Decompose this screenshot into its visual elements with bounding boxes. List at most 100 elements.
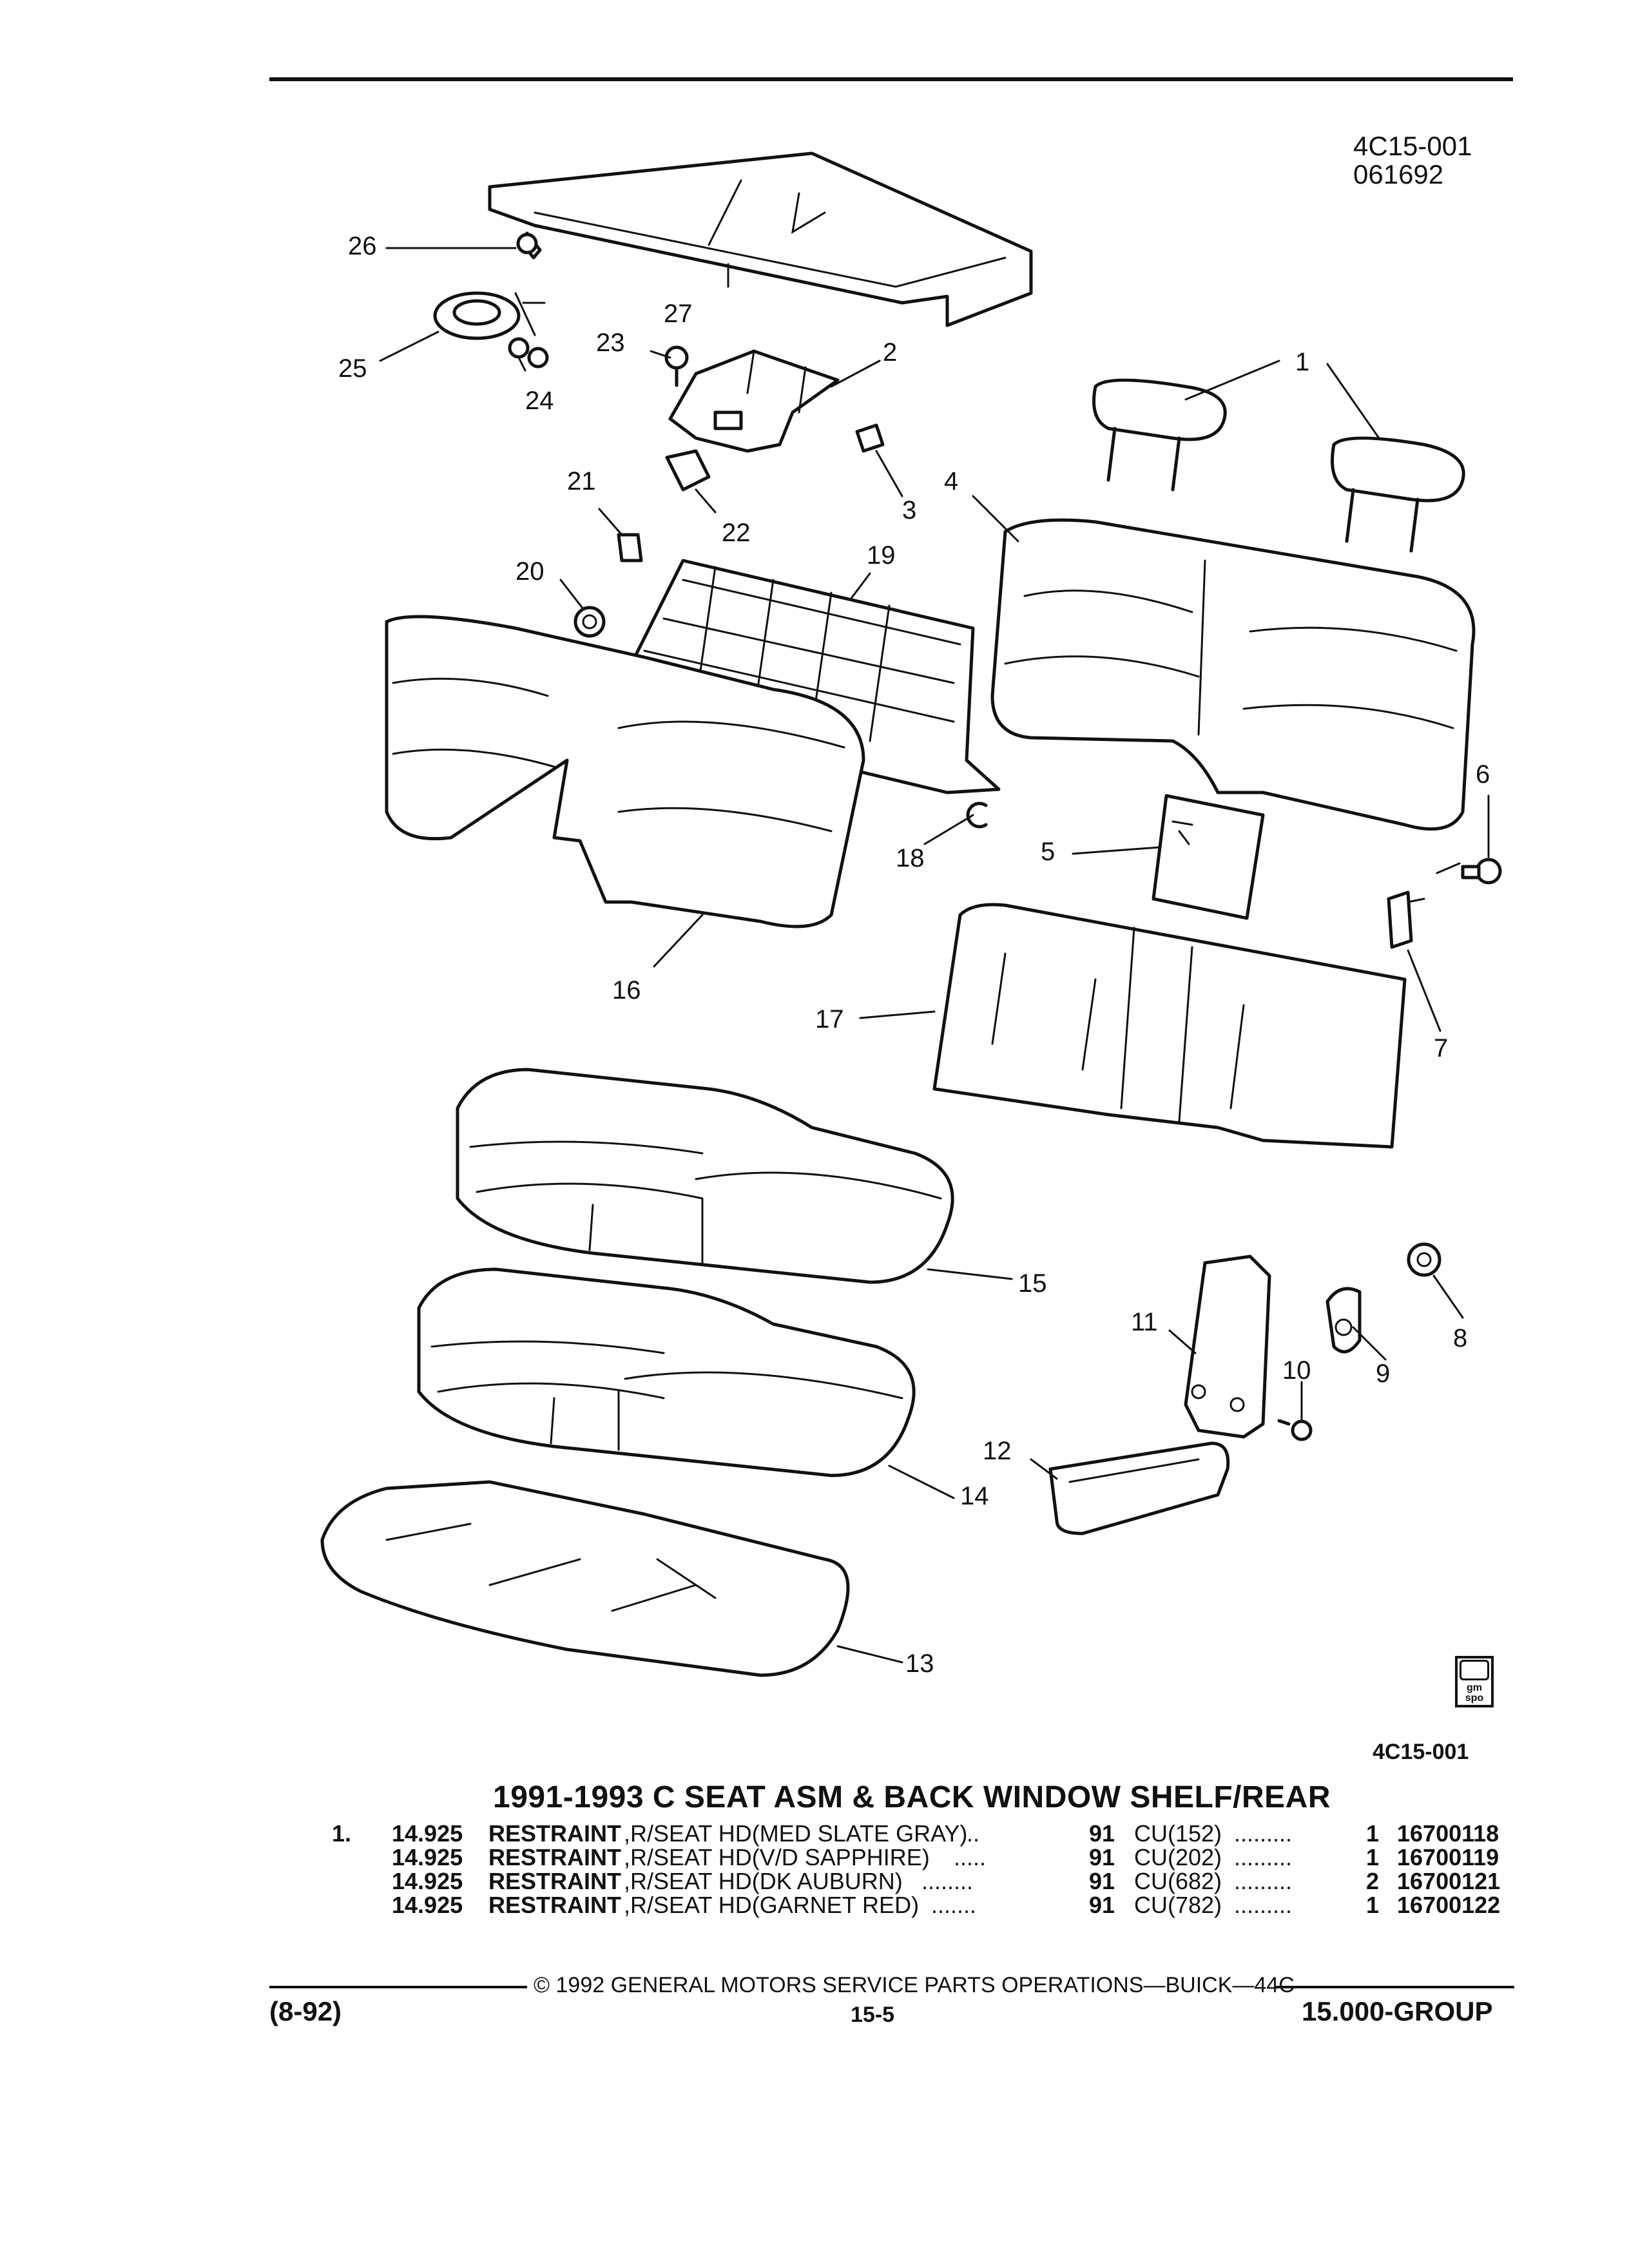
quantity: 1 — [1366, 1820, 1380, 1847]
quantity: 2 — [1366, 1868, 1380, 1894]
part-name: RESTRAINT — [488, 1820, 621, 1847]
part-4-seat-back-cover — [990, 518, 1476, 831]
callout-5: 5 — [1041, 838, 1055, 866]
group-number: 14.925 — [392, 1868, 463, 1894]
part-number: 16700122 — [1397, 1892, 1501, 1918]
usage-code: CU(782) — [1134, 1892, 1222, 1918]
part-description: ,R/SEAT HD(DK AUBURN) — [624, 1868, 903, 1894]
callout-18: 18 — [896, 844, 925, 872]
callout-17: 17 — [815, 1005, 844, 1033]
figure-code-top: 4C15-001 — [1353, 131, 1472, 161]
callout-8: 8 — [1453, 1324, 1467, 1352]
callout-7: 7 — [1434, 1034, 1448, 1062]
model-year: 91 — [1089, 1892, 1115, 1918]
callout-4: 4 — [944, 467, 958, 495]
part-14-seat-cushion — [417, 1267, 916, 1477]
figure-code-block: 4C15-001 061692 — [1353, 132, 1495, 189]
model-year: 91 — [1089, 1868, 1115, 1894]
part-number: 16700119 — [1397, 1844, 1499, 1870]
dot-leader: ......... — [1234, 1868, 1293, 1894]
part-27-rear-window-shelf — [488, 151, 1033, 327]
part-10-screw — [1277, 1419, 1313, 1441]
footer-page-number: 15-5 — [851, 2003, 895, 2027]
part-name: RESTRAINT — [488, 1892, 621, 1918]
part-23-bolt — [664, 345, 689, 387]
group-number: 14.925 — [392, 1820, 463, 1847]
part-2-bracket — [668, 349, 840, 453]
callout-14: 14 — [960, 1482, 989, 1510]
usage-code: CU(682) — [1134, 1868, 1222, 1894]
part-number: 16700121 — [1397, 1868, 1501, 1894]
gm-spo-logo: gm spo — [1455, 1656, 1494, 1707]
figure-code-bottom: 4C15-001 — [1373, 1740, 1469, 1764]
model-year: 91 — [1089, 1820, 1115, 1847]
part-description: ,R/SEAT HD(GARNET RED) — [624, 1892, 920, 1918]
part-8-nut — [1407, 1242, 1441, 1277]
callout-22: 22 — [722, 519, 751, 547]
part-16-seat-back-left — [385, 615, 865, 928]
part-15-seat-cushion-cover — [456, 1068, 954, 1284]
quantity: 1 — [1366, 1844, 1380, 1870]
dot-leader: ......... — [1234, 1820, 1293, 1847]
figure-date: 061692 — [1353, 159, 1444, 189]
callout-19: 19 — [867, 541, 896, 570]
footer-date: (8-92) — [269, 1996, 342, 2026]
callout-16: 16 — [612, 976, 641, 1004]
dot-leader: ........ — [921, 1868, 974, 1894]
group-number: 14.925 — [392, 1892, 463, 1918]
callout-1: 1 — [1295, 348, 1309, 376]
part-9-pivot-bracket — [1325, 1287, 1362, 1354]
callout-labels: 1 2 3 4 5 6 7 8 9 10 11 12 13 14 15 16 1… — [338, 232, 1490, 1678]
part-1-headrests — [1092, 378, 1465, 553]
dot-leader: ....... — [931, 1892, 977, 1918]
part-18-clip — [966, 802, 988, 829]
callout-3: 3 — [902, 496, 916, 524]
callout-20: 20 — [516, 557, 545, 586]
part-name: RESTRAINT — [488, 1844, 621, 1870]
callout-2: 2 — [883, 338, 897, 367]
callout-26: 26 — [348, 232, 377, 260]
quantity: 1 — [1366, 1892, 1380, 1918]
group-number: 14.925 — [392, 1844, 463, 1870]
part-21-retainer — [617, 533, 643, 562]
usage-code: CU(152) — [1134, 1820, 1222, 1847]
top-rule — [269, 77, 1513, 81]
callout-6: 6 — [1476, 760, 1490, 789]
callout-25: 25 — [338, 354, 367, 383]
dot-leader: ..... — [954, 1844, 987, 1870]
callout-12: 12 — [983, 1437, 1012, 1465]
model-year: 91 — [1089, 1844, 1115, 1870]
dot-leader: ......... — [1234, 1892, 1293, 1918]
part-6-pushpin — [1461, 858, 1502, 885]
part-3-clip — [855, 423, 885, 453]
part-25-speaker — [433, 291, 546, 340]
callout-13: 13 — [905, 1649, 934, 1678]
footer-group: 15.000-GROUP — [1302, 1996, 1493, 2026]
callout-27: 27 — [664, 300, 693, 328]
part-17-seat-back-pad — [932, 903, 1407, 1149]
section-title: 1991-1993 C SEAT ASM & BACK WINDOW SHELF… — [493, 1780, 1331, 1814]
part-name: RESTRAINT — [488, 1868, 621, 1894]
callout-24: 24 — [525, 387, 554, 415]
callout-21: 21 — [567, 467, 596, 495]
part-24-bolts — [508, 337, 549, 369]
footer-rule-left — [269, 1986, 527, 1988]
logo-mark — [1460, 1660, 1489, 1680]
leader-lines — [379, 247, 1490, 1664]
part-22-latch — [665, 449, 711, 492]
logo-text: gm spo — [1465, 1682, 1484, 1704]
callout-9: 9 — [1376, 1360, 1390, 1388]
dot-leader: .. — [967, 1820, 980, 1847]
part-5-pad — [1152, 794, 1265, 920]
part-description: ,R/SEAT HD(MED SLATE GRAY) — [624, 1820, 968, 1847]
item-number: 1. — [332, 1820, 352, 1847]
footer-rule-right — [1276, 1986, 1514, 1988]
part-11-armrest-bracket — [1184, 1254, 1271, 1439]
usage-code: CU(202) — [1134, 1844, 1222, 1870]
callout-11: 11 — [1131, 1308, 1158, 1336]
part-number: 16700118 — [1397, 1820, 1499, 1847]
part-13-seat-cushion-pad — [320, 1480, 850, 1677]
callout-15: 15 — [1018, 1269, 1047, 1298]
part-26-screw — [516, 231, 542, 260]
